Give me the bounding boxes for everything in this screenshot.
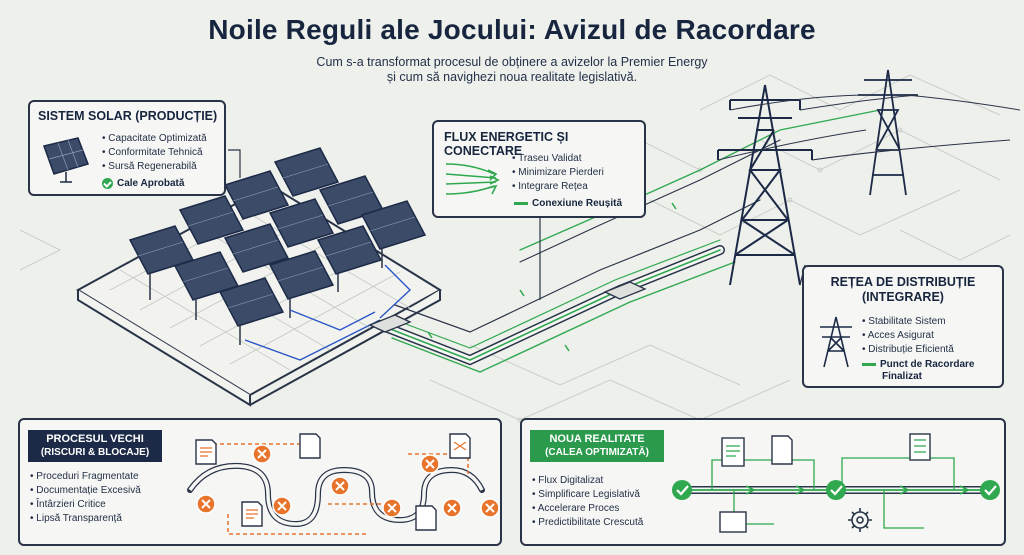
- tower-icon: [820, 316, 852, 368]
- old-process-list: Proceduri Fragmentate Documentație Exces…: [30, 470, 141, 526]
- check-icon: [102, 178, 113, 189]
- retea-status: Punct de Racordare Finalizat: [862, 359, 974, 383]
- solar-status-label: Cale Aprobată: [117, 178, 185, 190]
- solar-list: Capacitate Optimizată Conformitate Tehni…: [102, 132, 207, 174]
- transmission-tower: [717, 84, 813, 286]
- retea-list: Stabilitate Sistem Acces Asigurat Distri…: [862, 315, 954, 357]
- energy-flow-panel: FLUX ENERGETIC ȘI CONECTARE Traseu Valid…: [432, 120, 646, 218]
- old-process-header: PROCESUL VECHI (RISCURI & BLOCAJE): [28, 430, 162, 462]
- flux-panel-title: FLUX ENERGETIC ȘI CONECTARE: [444, 130, 569, 158]
- new-reality-list: Flux Digitalizat Simplificare Legislativ…: [532, 474, 644, 530]
- list-item: Simplificare Legislativă: [532, 488, 643, 502]
- list-item: Integrare Rețea: [512, 180, 604, 194]
- list-item: Traseu Validat: [512, 152, 604, 166]
- solar-system-panel: SISTEM SOLAR (PRODUCȚIE) Capacitate Opti…: [28, 100, 226, 196]
- approved-check-icons: [672, 480, 1000, 500]
- gear-icon: [848, 508, 872, 532]
- page-title: Noile Reguli ale Jocului: Avizul de Raco…: [208, 14, 816, 45]
- tangled-process-diagram: [187, 433, 498, 535]
- retea-panel-title: REȚEA DE DISTRIBUȚIE (INTEGRARE): [804, 275, 1002, 305]
- list-item: Flux Digitalizat: [532, 474, 643, 488]
- list-item: Întârzieri Critice: [30, 498, 141, 512]
- green-line-icon: [514, 201, 528, 205]
- flux-status: Conexiune Reușită: [514, 198, 622, 209]
- retea-title-line-2: (INTEGRARE): [862, 290, 944, 304]
- list-item: Sursă Regenerabilă: [102, 160, 207, 174]
- page-subtitle: Cum s-a transformat procesul de obținere…: [0, 55, 1024, 85]
- solar-panel-icon: [43, 137, 89, 183]
- list-item: Lipsă Transparență: [30, 512, 141, 526]
- list-item: Conformitate Tehnică: [102, 146, 207, 160]
- retea-title-line-1: REȚEA DE DISTRIBUȚIE: [830, 275, 976, 289]
- flux-list: Traseu Validat Minimizare Pierderi Integ…: [512, 152, 604, 194]
- list-item: Proceduri Fragmentate: [30, 470, 141, 484]
- new-reality-header: NOUA REALITATE (CALEA OPTIMIZATĂ): [530, 430, 664, 462]
- list-item: Distribuție Eficientă: [862, 343, 954, 357]
- green-line-icon: [862, 362, 876, 366]
- old-title-line-2: (RISCURI & BLOCAJE): [40, 447, 150, 458]
- streamlined-process-diagram: [672, 433, 1000, 533]
- new-reality-panel: NOUA REALITATE (CALEA OPTIMIZATĂ) Flux D…: [520, 418, 1006, 546]
- list-item: Stabilitate Sistem: [862, 315, 954, 329]
- solar-panel-title: SISTEM SOLAR (PRODUCȚIE): [38, 109, 218, 123]
- distribution-network-panel: REȚEA DE DISTRIBUȚIE (INTEGRARE) Stabili…: [802, 265, 1004, 388]
- flux-status-label: Conexiune Reușită: [532, 198, 623, 209]
- old-process-panel: PROCESUL VECHI (RISCURI & BLOCAJE) Proce…: [18, 418, 502, 546]
- new-title-line-2: (CALEA OPTIMIZATĂ): [545, 447, 649, 458]
- list-item: Accelerare Proces: [532, 502, 643, 516]
- digital-doc-icons: [719, 433, 931, 533]
- list-item: Capacitate Optimizată: [102, 132, 206, 146]
- list-item: Predictibilitate Crescută: [532, 516, 643, 530]
- retea-status-line-1: Punct de Racordare: [880, 359, 975, 370]
- solar-panels: [128, 147, 427, 345]
- old-title-line-1: PROCESUL VECHI: [46, 433, 144, 445]
- flow-arrows-icon: [445, 163, 500, 195]
- solar-status: Cale Aprobată: [102, 178, 184, 189]
- list-item: Documentație Excesivă: [30, 484, 141, 498]
- list-item: Minimizare Pierderi: [512, 166, 604, 180]
- retea-status-line-2: Finalizat: [882, 371, 923, 382]
- subtitle-line-2: și cum să navighezi noua realitate legis…: [386, 70, 638, 84]
- subtitle-line-1: Cum s-a transformat procesul de obținere…: [316, 55, 708, 69]
- new-title-line-1: NOUA REALITATE: [549, 433, 645, 445]
- list-item: Acces Asigurat: [862, 329, 954, 343]
- secondary-tower: [858, 69, 918, 196]
